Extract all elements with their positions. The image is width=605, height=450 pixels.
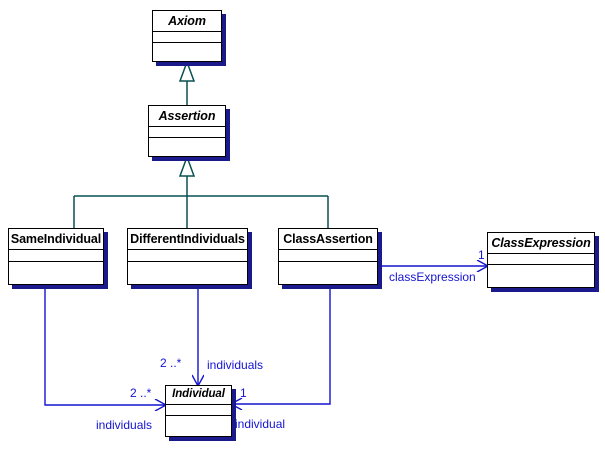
class-box-axiom[interactable]: Axiom (152, 10, 226, 66)
class-box-body: ClassAssertion (278, 228, 378, 285)
class-box-body: Individual (165, 385, 232, 437)
class-attribute-compartment (153, 32, 221, 43)
class-name-label: Assertion (158, 108, 216, 123)
class-name-label: Individual (172, 388, 225, 401)
class-attribute-compartment (279, 250, 377, 262)
association-label-classexpression: classExpression (389, 270, 476, 284)
class-name-label: DifferentIndividuals (130, 231, 245, 246)
class-operation-compartment (9, 262, 103, 284)
class-name-compartment: SameIndividual (9, 229, 103, 250)
class-box-body: Assertion (148, 105, 226, 157)
association-label-same-individuals: individuals (96, 418, 153, 432)
class-box-classexpression[interactable]: ClassExpression (487, 232, 599, 292)
class-name-label: Axiom (168, 13, 206, 28)
generalization-assertion-to-axiom (178, 59, 196, 105)
class-box-individual[interactable]: Individual (165, 385, 236, 441)
multiplicity-label-class-individual: 1 (240, 386, 247, 400)
class-operation-compartment (153, 43, 221, 61)
class-attribute-compartment (9, 250, 103, 262)
class-name-compartment: ClassExpression (488, 233, 594, 254)
class-attribute-compartment (488, 254, 594, 265)
class-name-compartment: ClassAssertion (279, 229, 377, 250)
class-name-label: ClassExpression (491, 235, 591, 250)
association-label-class-individual: individual (235, 417, 286, 431)
class-box-body: Axiom (152, 10, 222, 62)
multiplicity-label-classexpression: 1 (478, 248, 485, 262)
class-operation-compartment (128, 262, 247, 284)
class-attribute-compartment (149, 127, 225, 138)
class-operation-compartment (488, 265, 594, 287)
generalization-tree-to-assertion (73, 154, 329, 228)
class-box-sameindividual[interactable]: SameIndividual (8, 228, 108, 289)
class-operation-compartment (166, 416, 231, 436)
class-name-label: SameIndividual (10, 231, 102, 246)
class-box-classassertion[interactable]: ClassAssertion (278, 228, 382, 289)
multiplicity-label-different-individuals: 2 ..* (160, 356, 182, 370)
class-name-compartment: Axiom (153, 11, 221, 32)
class-box-body: DifferentIndividuals (127, 228, 248, 285)
class-box-body: SameIndividual (8, 228, 104, 285)
multiplicity-label-same-individuals: 2 ..* (130, 386, 152, 400)
association-classassertion-to-individual (232, 285, 331, 404)
class-name-label: ClassAssertion (283, 231, 373, 246)
class-box-assertion[interactable]: Assertion (148, 105, 230, 161)
class-operation-compartment (279, 262, 377, 284)
class-operation-compartment (149, 138, 225, 156)
class-name-compartment: Assertion (149, 106, 225, 127)
class-box-differentindividuals[interactable]: DifferentIndividuals (127, 228, 252, 289)
class-name-compartment: Individual (166, 386, 231, 405)
class-attribute-compartment (128, 250, 247, 262)
association-sameindividual-to-individual (44, 285, 165, 405)
class-attribute-compartment (166, 405, 231, 416)
class-name-compartment: DifferentIndividuals (128, 229, 247, 250)
class-box-body: ClassExpression (487, 232, 595, 288)
association-label-different-individuals: individuals (207, 358, 264, 372)
